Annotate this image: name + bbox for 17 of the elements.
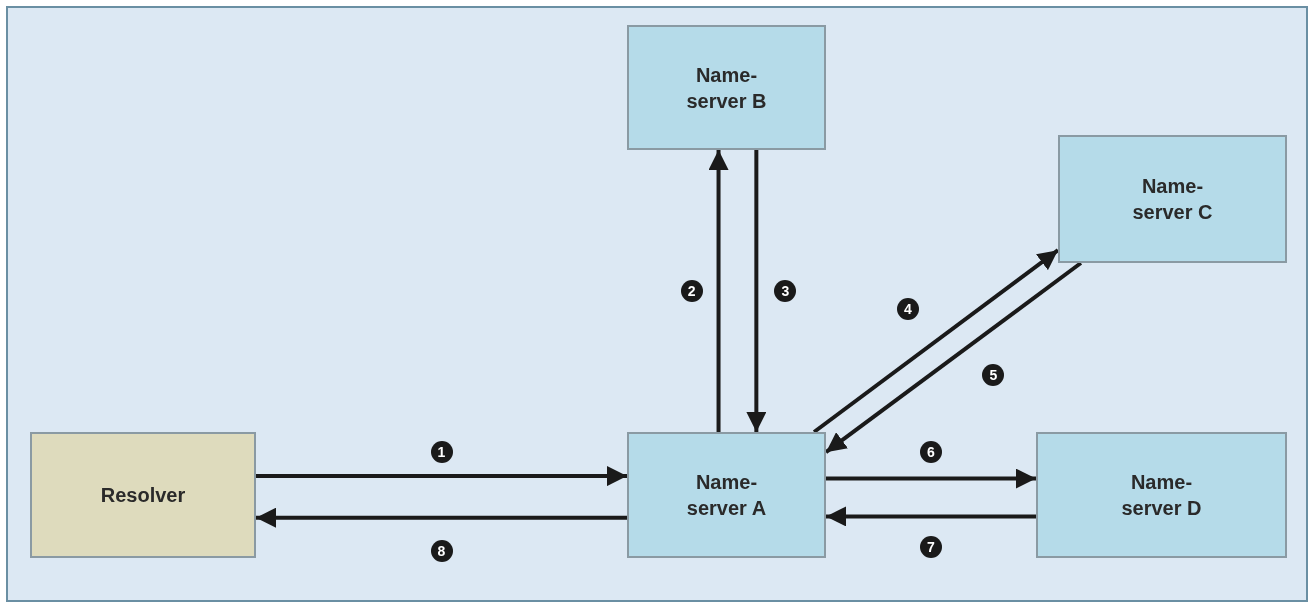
resolver-box bbox=[30, 432, 256, 558]
arrow bbox=[256, 507, 627, 528]
server-box bbox=[1036, 432, 1287, 558]
server-box bbox=[627, 25, 826, 150]
node-label: Name-server C bbox=[1131, 174, 1214, 225]
node-label: Name-server D bbox=[1120, 470, 1203, 521]
arrow bbox=[256, 466, 627, 487]
arrow bbox=[826, 506, 1036, 527]
server-box bbox=[627, 432, 826, 558]
node-label: Name-server B bbox=[685, 62, 768, 114]
arrow bbox=[708, 150, 729, 432]
arrow bbox=[746, 150, 767, 432]
node-label: Name-server A bbox=[685, 470, 768, 521]
arrow bbox=[826, 468, 1036, 489]
arrow bbox=[812, 248, 1060, 434]
node-label: Resolver bbox=[99, 483, 187, 508]
server-box bbox=[1058, 135, 1287, 263]
